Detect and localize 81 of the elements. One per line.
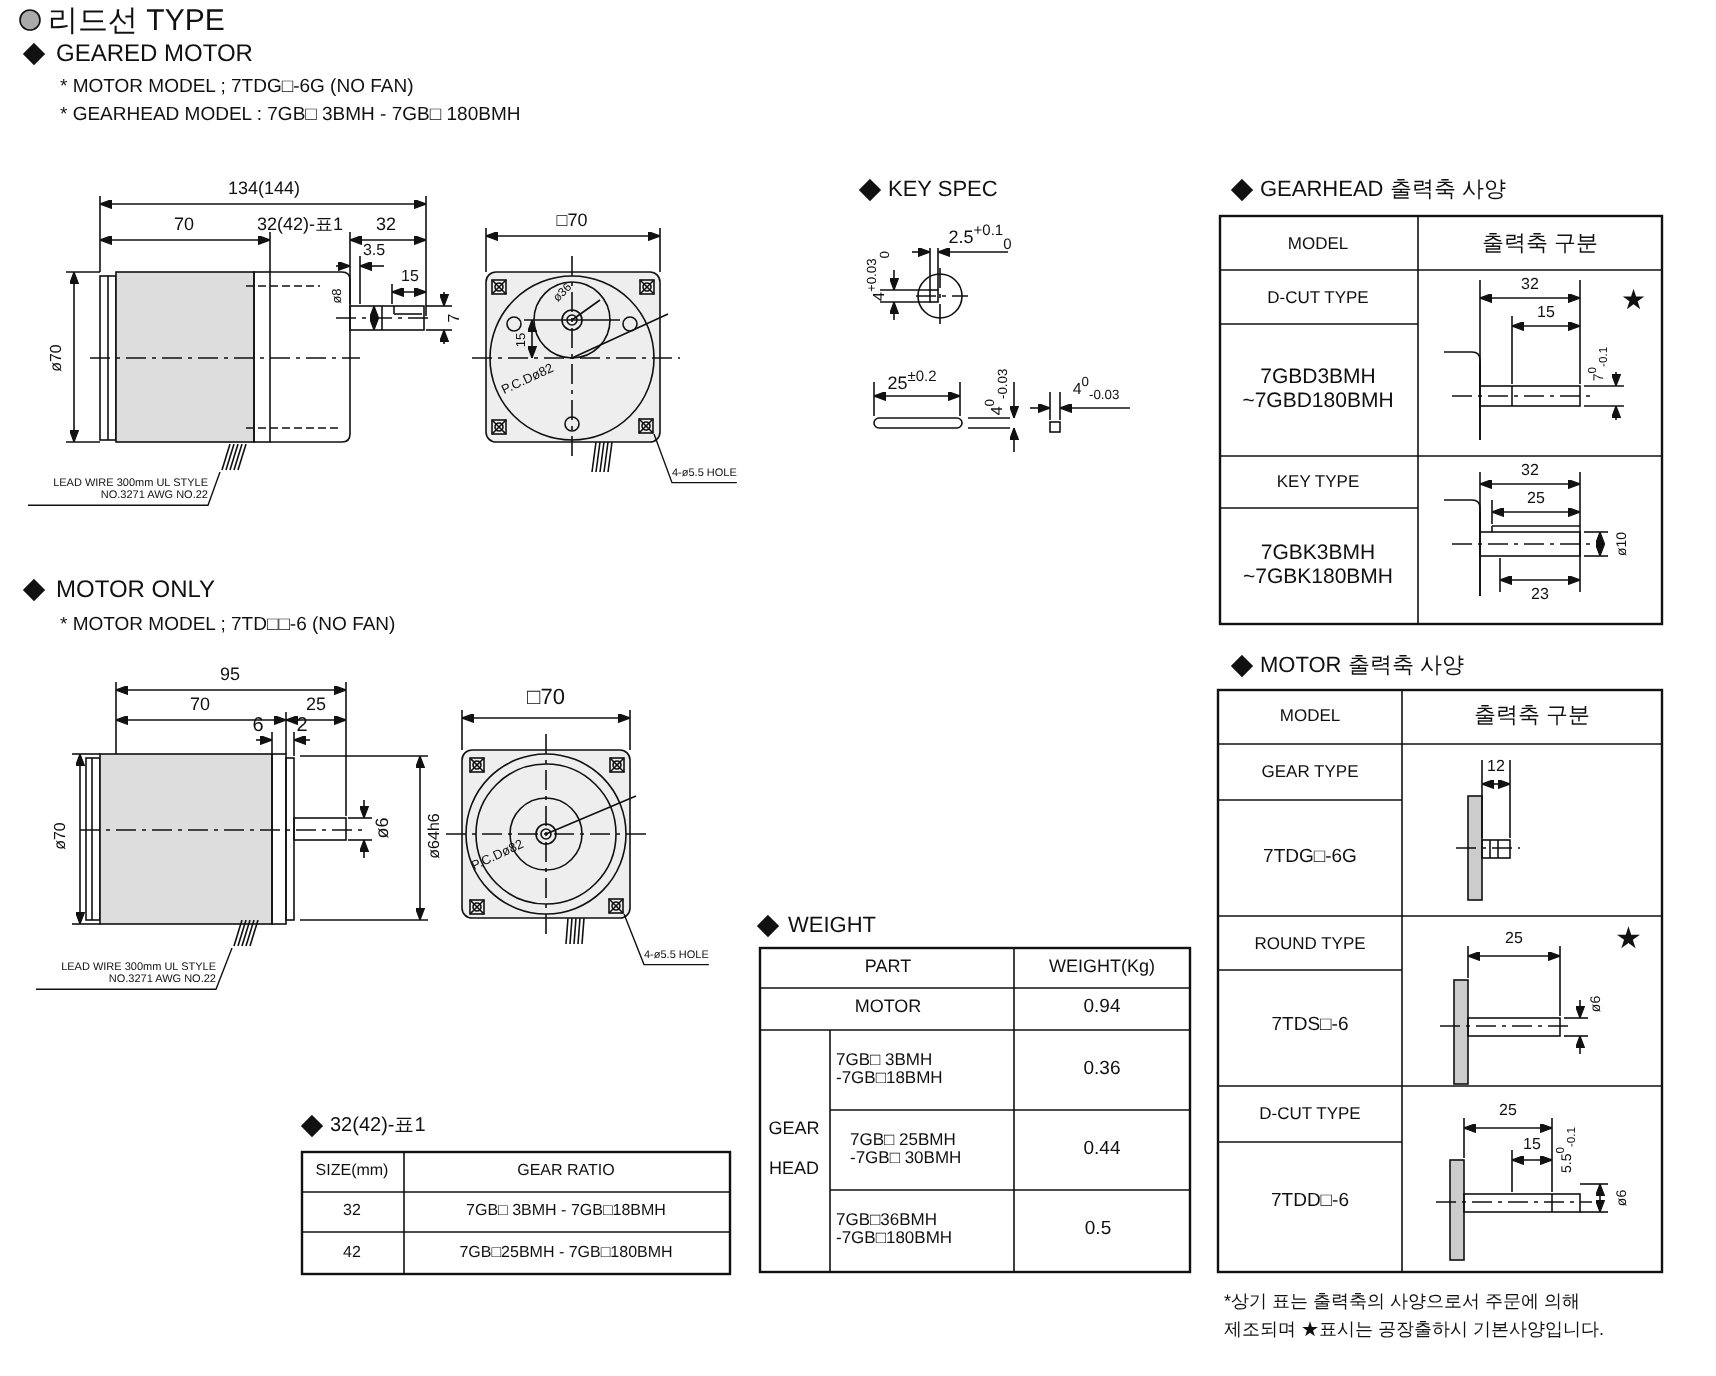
part-text: GEAR HEAD — [766, 1116, 822, 1182]
lead-wire-drawing — [232, 920, 264, 948]
heading: 32(42)-표1 — [330, 1115, 426, 1137]
dimension-label: ø70 — [49, 344, 67, 372]
header-text: MODEL — [1287, 234, 1349, 254]
page-title: 리드선 TYPE — [48, 5, 225, 39]
model-note: * GEARHEAD MODEL : 7GB□ 3BMH - 7GB□ 180BMH — [60, 105, 521, 127]
dimension-label: □70 — [527, 685, 565, 711]
weight-value: 0.36 — [1083, 1059, 1121, 1081]
mounting-hole-icon — [608, 898, 624, 914]
size-value: 32 — [343, 1203, 361, 1221]
dimension-label: 25 — [1499, 1103, 1517, 1121]
header-text: MODEL — [1279, 706, 1341, 726]
dimension-label: 15 — [401, 269, 419, 287]
part-text: MOTOR — [854, 998, 922, 1018]
model-name: 7GBK3BMH ~7GBK180BMH — [1241, 542, 1395, 590]
heading: KEY SPEC — [888, 177, 998, 203]
mounting-hole-icon — [638, 418, 654, 434]
note-text: *상기 표는 출력축의 사양으로서 주문에 의해 제조되며 ★표시는 공장출하시 기본사양입니다. — [1224, 1289, 1607, 1342]
dimension-label: 23 — [1531, 587, 1549, 605]
model-name: 7TDS□-6 — [1271, 1015, 1349, 1037]
dimension-label: 7 — [447, 313, 465, 323]
dimension-label: 32 — [1521, 277, 1539, 295]
dimension-label: 25$^{±0.2}$ — [887, 369, 937, 395]
header-text: GEAR RATIO — [517, 1163, 615, 1181]
dimension-label: 70 — [174, 216, 194, 236]
weight-value: 0.44 — [1083, 1139, 1121, 1161]
dimension-label: 3.5 — [362, 243, 386, 261]
dimension-label: 15 — [1523, 1137, 1541, 1155]
dimension-label: ø6 — [374, 817, 394, 839]
weight-value: 0.94 — [1083, 997, 1121, 1019]
dimension-label: 25 — [1505, 931, 1523, 949]
model-name: 7GB□ 3BMH - 7GB□18BMH — [466, 1203, 666, 1221]
type-name: GEAR TYPE — [1261, 762, 1359, 782]
heading: GEARHEAD 출력축 사양 — [1260, 177, 1506, 203]
header-text: SIZE(mm) — [315, 1163, 389, 1181]
heading: WEIGHT — [788, 913, 876, 939]
dimension-label: 32 — [1521, 463, 1539, 481]
lead-wire-drawing — [220, 444, 252, 472]
type-name: D-CUT TYPE — [1267, 288, 1369, 308]
size-value: 42 — [343, 1245, 361, 1263]
model-name: 7GB□36BMH -7GB□180BMH — [836, 1211, 955, 1249]
model-name: 7TDG□-6G — [1263, 847, 1357, 869]
dimension-label: ø64h6 — [427, 813, 445, 859]
model-name: 7GB□ 3BMH -7GB□18BMH — [836, 1051, 945, 1089]
type-name: KEY TYPE — [1276, 472, 1360, 492]
model-note: * MOTOR MODEL ; 7TDG□-6G (NO FAN) — [60, 77, 414, 99]
model-name: 7GB□ 25BMH -7GB□ 30BMH — [850, 1131, 964, 1169]
dimension-label: 2 — [296, 715, 308, 737]
star-mark: ★ — [1621, 284, 1647, 316]
leader-line — [35, 947, 233, 990]
weight-value: 0.5 — [1084, 1219, 1112, 1241]
type-name: D-CUT TYPE — [1259, 1104, 1361, 1124]
dimension-label: 70 — [190, 696, 210, 716]
type-name: ROUND TYPE — [1254, 934, 1366, 954]
dimension-label: 25 — [1527, 491, 1545, 509]
model-name: 7TDD□-6 — [1271, 1191, 1349, 1213]
heading: MOTOR 출력축 사양 — [1260, 653, 1464, 679]
dimension-label: □70 — [556, 212, 588, 232]
dimension-label: 12 — [1487, 759, 1505, 777]
model-name: 7GB□25BMH - 7GB□180BMH — [459, 1245, 673, 1263]
heading: GEARED MOTOR — [56, 40, 253, 68]
dimension-label: 95 — [220, 666, 240, 686]
dimension-label: 15 — [1537, 305, 1555, 323]
model-note: * MOTOR MODEL ; 7TD□□-6 (NO FAN) — [60, 615, 396, 637]
dimension-label: 32(42)-표1 — [256, 216, 344, 236]
header-text: PART — [864, 958, 912, 978]
leader-line — [653, 433, 738, 484]
dimension-label: ø70 — [53, 822, 71, 850]
dimension-label: 134(144) — [227, 180, 301, 200]
model-name: 7GBD3BMH ~7GBD180BMH — [1240, 366, 1396, 414]
header-text: WEIGHT(Kg) — [1049, 958, 1155, 978]
leader-line — [623, 913, 710, 966]
dimension-label: 6 — [252, 715, 264, 737]
leader-line — [27, 471, 221, 506]
header-text: 출력축 구분 — [1481, 231, 1599, 257]
dimension-label: 32 — [376, 216, 396, 236]
heading: MOTOR ONLY — [56, 576, 216, 604]
header-text: 출력축 구분 — [1473, 703, 1591, 729]
star-mark: ★ — [1615, 923, 1641, 957]
dimension-label: 25 — [306, 696, 326, 716]
